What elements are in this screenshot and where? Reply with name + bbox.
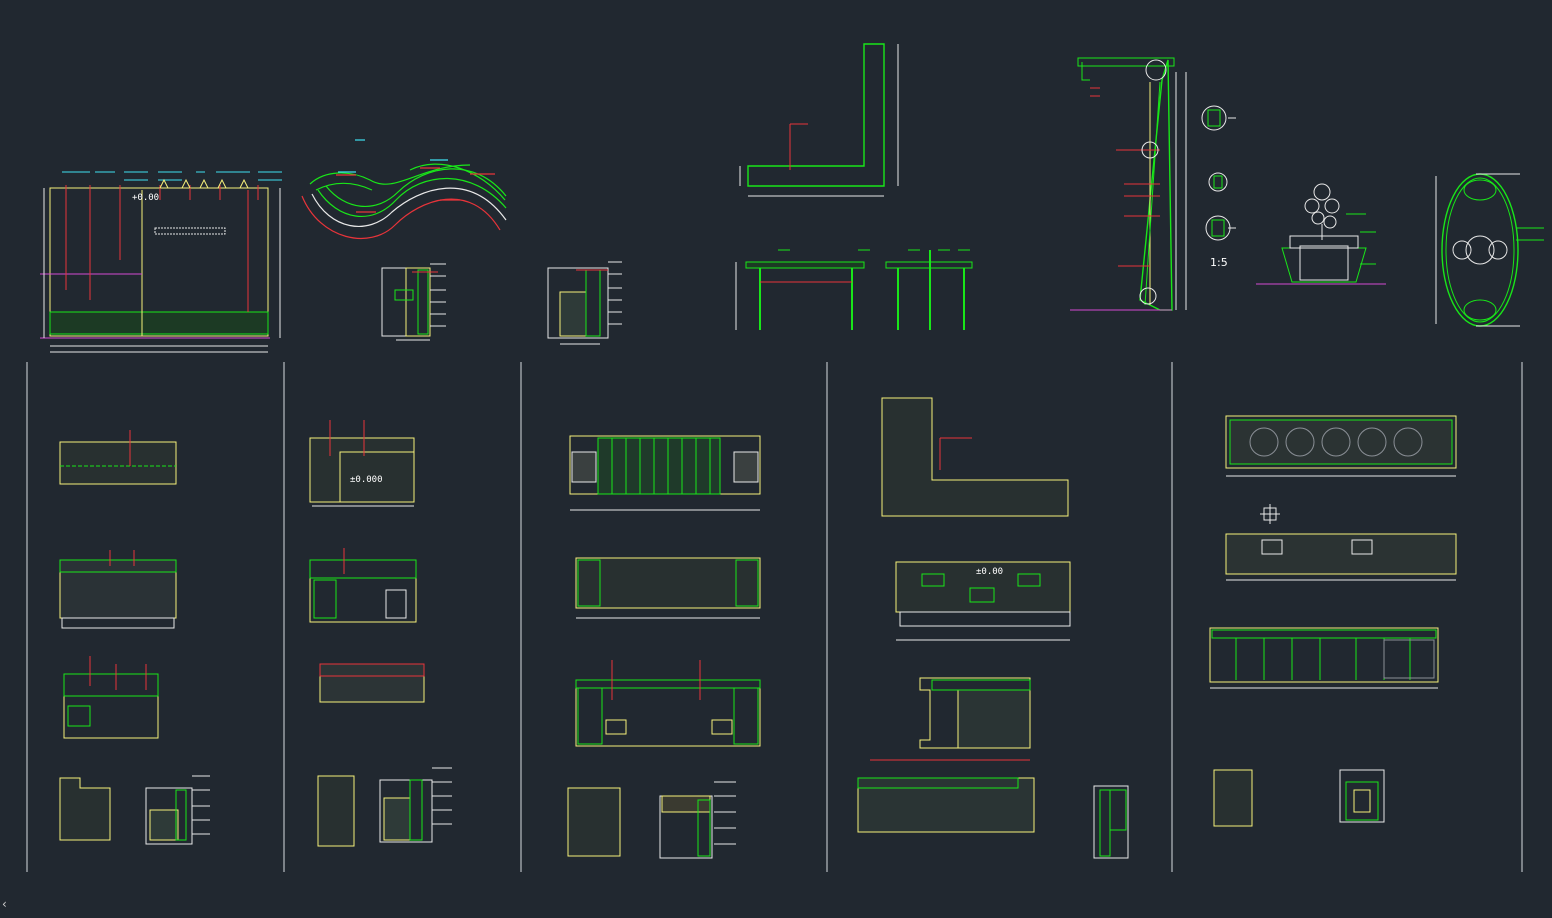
detail-section-2 (547, 261, 622, 345)
wall-elevation (40, 171, 282, 353)
scale-label: 1:5 (1210, 256, 1228, 269)
col5-drawings (1209, 415, 1457, 827)
detail-callouts (1201, 105, 1236, 241)
l-counter-plan (739, 43, 899, 197)
col2-drawings (309, 420, 452, 847)
tall-wall-section (1070, 57, 1187, 311)
curved-bench-plan (301, 139, 507, 239)
col4-drawings (857, 397, 1129, 859)
col3-drawings (567, 435, 761, 859)
planter-elevation (1256, 183, 1386, 285)
table-elevations (735, 249, 973, 330)
col1-drawings (59, 430, 210, 845)
oval-table-plan (1435, 173, 1544, 327)
chevron-left-icon: ‹ (2, 897, 7, 911)
section-dividers (26, 362, 1523, 872)
elevation-mark-col4: ±0.00 (976, 567, 1003, 577)
elevation-mark-col2: ±0.000 (350, 475, 383, 485)
detail-section-1 (381, 263, 446, 341)
elevation-mark-top-wall: +0.00 (132, 193, 159, 203)
